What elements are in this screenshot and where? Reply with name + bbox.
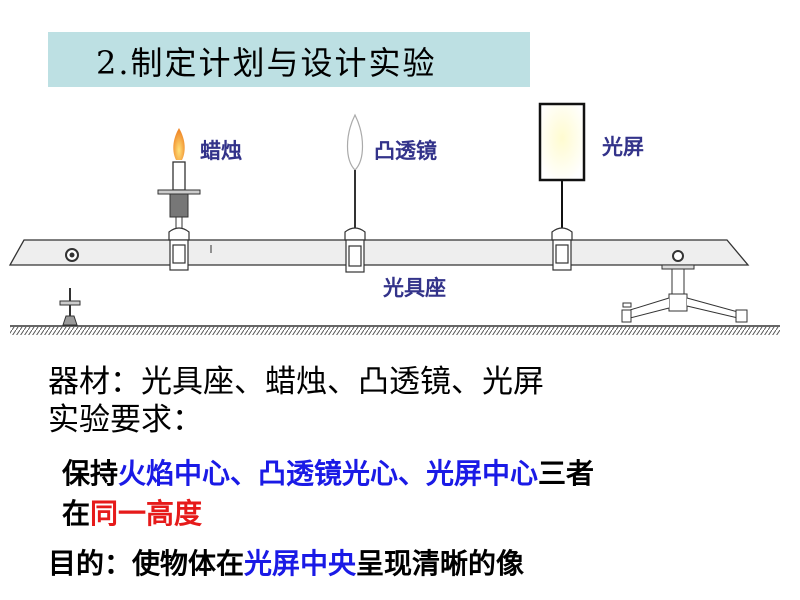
right-tripod [621, 250, 748, 323]
slide-title: 2.制定计划与设计实验 [96, 44, 437, 82]
slider-holders [168, 227, 573, 273]
purpose-text: 呈现清晰的像 [356, 547, 525, 580]
purpose-text: 目的：使物体在 [48, 547, 245, 580]
ground [10, 325, 780, 335]
candle-label: 蜡烛 [200, 139, 242, 163]
purpose-line: 目的：使物体在光屏中央呈现清晰的像 [48, 542, 524, 582]
requirement-line-2: 在同一高度 [62, 492, 202, 532]
left-stand [59, 288, 81, 326]
req-text: 在 [62, 497, 91, 530]
optical-bench-diagram [8, 102, 780, 335]
req-text: 保持 [62, 457, 119, 490]
bench-label: 光具座 [383, 276, 446, 300]
req-highlight-centers: 火焰中心、凸透镜光心、光屏中心 [118, 457, 539, 490]
bench-rail [8, 239, 750, 266]
requirement-heading: 实验要求： [48, 402, 203, 438]
light-screen [538, 102, 586, 230]
title-banner [48, 32, 530, 87]
purpose-highlight: 光屏中央 [244, 547, 357, 580]
req-highlight-height: 同一高度 [90, 497, 203, 530]
screen-label: 光屏 [602, 135, 644, 159]
candle [157, 128, 201, 232]
lens-label: 凸透镜 [374, 139, 437, 163]
convex-lens [346, 113, 364, 230]
requirement-line-1: 保持火焰中心、凸透镜光心、光屏中心三者 [62, 452, 594, 492]
materials-line: 器材：光具座、蜡烛、凸透镜、光屏 [48, 364, 544, 400]
flame-icon [173, 128, 185, 160]
req-text: 三者 [538, 457, 595, 490]
